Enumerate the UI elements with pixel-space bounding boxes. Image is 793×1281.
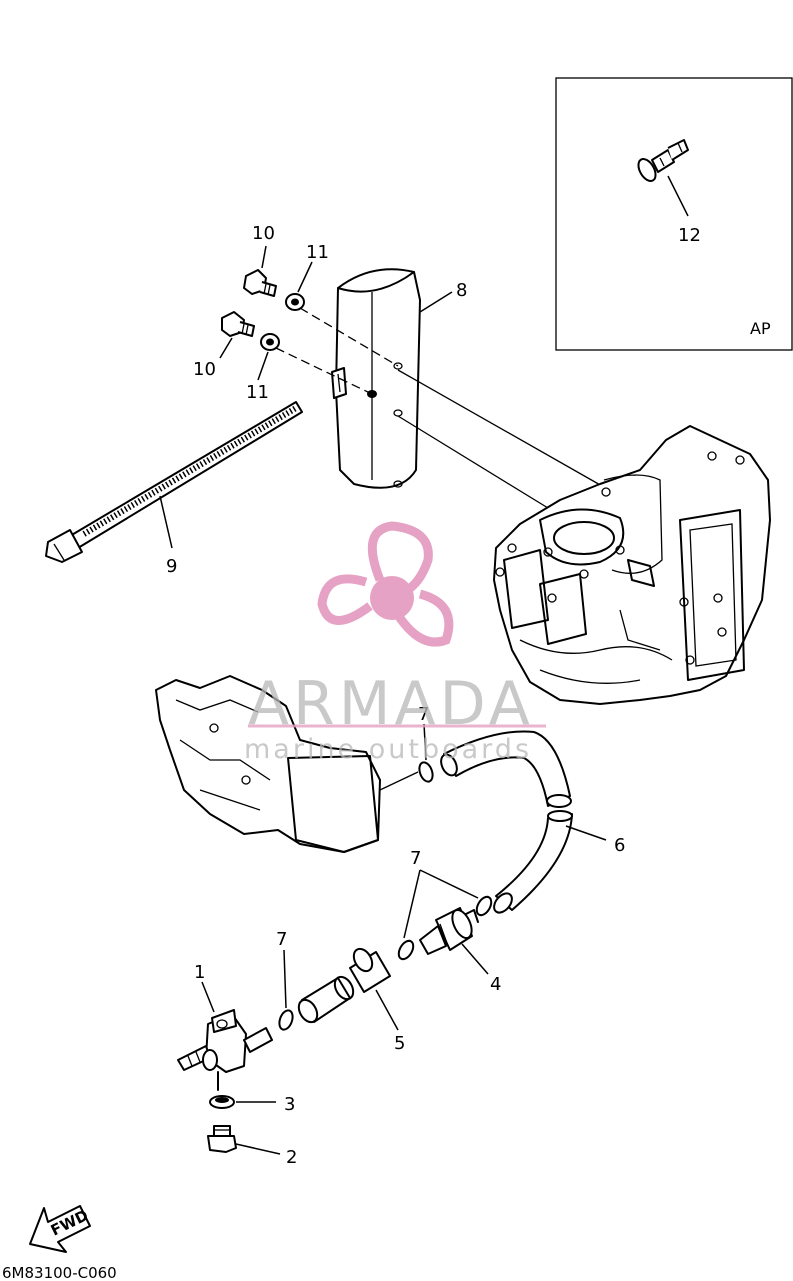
leader-10b — [219, 337, 233, 359]
leader-8 — [419, 291, 453, 313]
part-2-screw — [207, 1125, 237, 1153]
callout-10b: 10 — [193, 359, 216, 380]
callout-5: 5 — [394, 1033, 405, 1054]
callout-2: 2 — [286, 1147, 297, 1168]
engine-block — [493, 425, 771, 705]
leader-10a — [261, 245, 267, 269]
leader-7c — [283, 949, 287, 1009]
crankcase-silhouette — [155, 675, 419, 853]
leader-11a — [297, 261, 313, 293]
watermark-subtitle: marine outboards — [244, 734, 532, 765]
leader-12 — [667, 175, 689, 217]
callout-11a: 11 — [306, 242, 329, 263]
callout-8: 8 — [456, 280, 467, 301]
part-7-clip-low — [278, 1009, 294, 1031]
leader-9 — [159, 495, 173, 549]
inset-label: AP — [750, 319, 771, 338]
callout-9: 9 — [166, 556, 177, 577]
part-10-bolt-upper — [243, 269, 277, 297]
fwd-arrow: FWD — [29, 1205, 91, 1253]
part-11-washer-lower — [260, 333, 280, 351]
part-3-washer — [209, 1095, 235, 1109]
callout-6: 6 — [614, 835, 625, 856]
leader-5 — [375, 989, 399, 1031]
callout-11b: 11 — [246, 382, 269, 403]
watermark-title: ARMADA — [248, 669, 534, 739]
part-8-cover — [331, 268, 421, 489]
callout-7b: 7 — [410, 848, 421, 869]
part-10-bolt-lower — [221, 311, 255, 337]
callout-12: 12 — [678, 225, 701, 246]
part-code: 6M83100-C060 — [2, 1264, 117, 1281]
callout-1: 1 — [194, 962, 205, 983]
part-7-clip-mid-left — [397, 939, 415, 961]
part-7-clip-mid-right — [475, 895, 493, 917]
leader-7a — [423, 723, 427, 761]
leader-7b2 — [403, 869, 421, 939]
callout-4: 4 — [490, 974, 501, 995]
leader-11b — [257, 351, 269, 381]
callout-10a: 10 — [252, 223, 275, 244]
alignment-lines — [275, 307, 603, 509]
leader-2 — [235, 1143, 281, 1155]
part-1-fuel-cock — [177, 1009, 273, 1091]
part-11-washer-upper — [285, 293, 305, 311]
callout-7c: 7 — [276, 929, 287, 950]
leader-4 — [461, 943, 489, 975]
leader-6 — [565, 825, 607, 841]
leader-7b1 — [419, 869, 479, 899]
part-12-fitting — [637, 139, 689, 182]
leader-1 — [201, 981, 215, 1013]
watermark: ARMADA marine outboards — [244, 521, 546, 765]
inset-ap-box: AP 12 — [555, 77, 793, 351]
propeller-logo-icon — [317, 521, 454, 647]
callout-3: 3 — [284, 1094, 295, 1115]
part-7-clip-top — [418, 761, 434, 783]
part-5-hose-segments — [297, 947, 391, 1024]
part-9-cable-tie — [45, 401, 303, 563]
part-6-hose — [440, 730, 573, 914]
callout-7a: 7 — [418, 704, 429, 725]
part-4-joint — [419, 907, 479, 955]
